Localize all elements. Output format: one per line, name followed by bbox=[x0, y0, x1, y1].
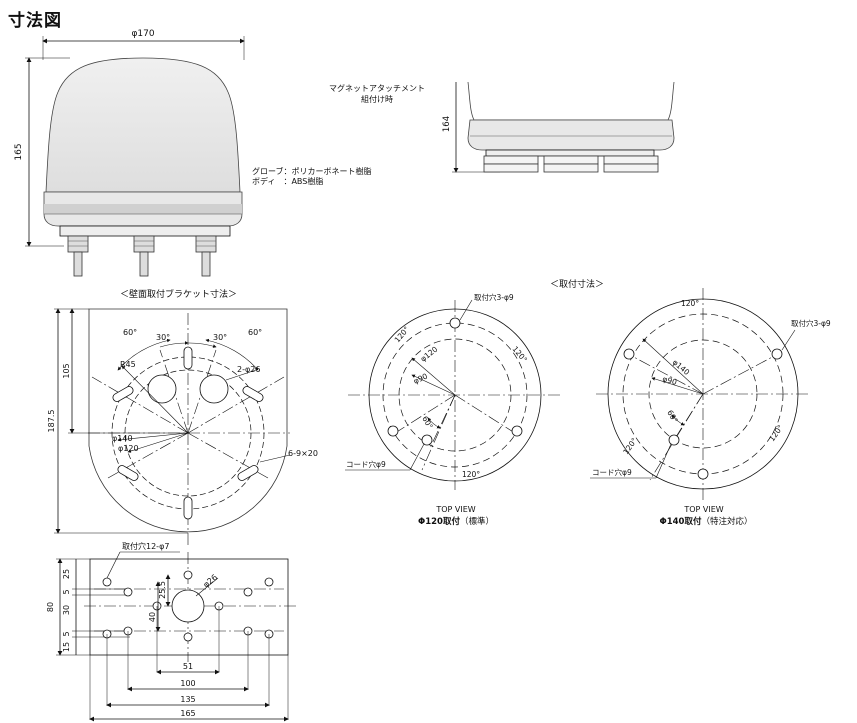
dim-25: 25 bbox=[62, 569, 71, 579]
dim-40: 40 bbox=[148, 612, 157, 622]
bracket-title: ＜壁面取付ブラケット寸法＞ bbox=[120, 290, 238, 300]
angle-120-c: 120° bbox=[462, 470, 480, 479]
dim-187-5: 187.5 bbox=[47, 410, 56, 433]
material-globe: グローブ：ポリカーボネート樹脂 bbox=[252, 167, 372, 176]
dim-105: 105 bbox=[62, 363, 71, 378]
dim-15: 15 bbox=[62, 642, 71, 652]
dim-135: 135 bbox=[180, 695, 195, 704]
wall-bracket bbox=[54, 308, 291, 545]
view-label-120: TOP VIEW bbox=[435, 505, 475, 514]
dim-phi120: φ120 bbox=[118, 444, 139, 453]
angle-60-left: 60° bbox=[123, 328, 137, 337]
caption-140-bold: Φ140取付 bbox=[659, 517, 702, 527]
dim-slot: 6-9×20 bbox=[288, 449, 318, 458]
hole-label-plate: 取付穴12-φ7 bbox=[122, 541, 169, 551]
dim-30: 30 bbox=[62, 605, 71, 615]
dim-165-plate: 165 bbox=[180, 709, 195, 718]
material-body: ボディ ：ABS樹脂 bbox=[252, 177, 324, 186]
dim-25-5: 25.5 bbox=[158, 581, 167, 599]
angle-60-right: 60° bbox=[248, 328, 262, 337]
angle-120-c-140: 120° bbox=[767, 423, 785, 443]
cord-label-120: コード穴φ9 bbox=[346, 459, 386, 469]
angle-120-a: 120° bbox=[393, 324, 412, 344]
dim-165: 165 bbox=[14, 143, 24, 160]
caption-120: Φ120取付（標準） bbox=[386, 515, 526, 527]
angle-60-140: 60° bbox=[665, 409, 680, 425]
dim-100: 100 bbox=[180, 679, 195, 688]
dim-5-b: 5 bbox=[62, 631, 71, 636]
dim-phi90-140: φ90 bbox=[661, 374, 678, 387]
caption-120-bold: Φ120取付 bbox=[418, 517, 460, 527]
caption-140-note: （特注対応） bbox=[701, 517, 753, 527]
magnet-caption-2: 組付け時 bbox=[361, 95, 393, 104]
dim-phi170: φ170 bbox=[131, 29, 154, 39]
caption-140: Φ140取付（特注対応） bbox=[626, 515, 786, 527]
dim-2-phi26: 2-φ26 bbox=[237, 365, 260, 374]
side-view-unit bbox=[25, 36, 245, 277]
dim-phi90-120: φ90 bbox=[412, 371, 429, 385]
magnet-caption-1: マグネットアタッチメント bbox=[329, 84, 425, 93]
angle-30-left: 30° bbox=[156, 333, 170, 342]
dim-r45: R45 bbox=[120, 360, 136, 369]
dim-164: 164 bbox=[442, 116, 452, 132]
mounting-plate bbox=[56, 551, 296, 722]
dim-51: 51 bbox=[183, 662, 193, 671]
angle-30-right: 30° bbox=[213, 333, 227, 342]
page-title: 寸法図 bbox=[8, 11, 62, 31]
magnet-attachment-view bbox=[452, 81, 675, 173]
view-label-140: TOP VIEW bbox=[683, 505, 723, 514]
dim-phi120-mount: φ120 bbox=[419, 344, 440, 363]
dim-5-a: 5 bbox=[62, 589, 71, 594]
angle-60-120: 60° bbox=[420, 415, 435, 431]
dim-80: 80 bbox=[46, 602, 55, 612]
hole-label-120: 取付穴3-φ9 bbox=[474, 292, 514, 302]
dim-phi140: φ140 bbox=[112, 434, 133, 443]
cord-label-140: コード穴φ9 bbox=[592, 467, 632, 477]
hole-label-140: 取付穴3-φ9 bbox=[791, 318, 831, 328]
top-view-120 bbox=[345, 299, 560, 490]
mount-title: ＜取付寸法＞ bbox=[550, 280, 605, 290]
angle-120-a-140: 120° bbox=[681, 299, 699, 308]
top-view-140 bbox=[590, 288, 808, 500]
caption-120-note: （標準） bbox=[459, 517, 494, 527]
